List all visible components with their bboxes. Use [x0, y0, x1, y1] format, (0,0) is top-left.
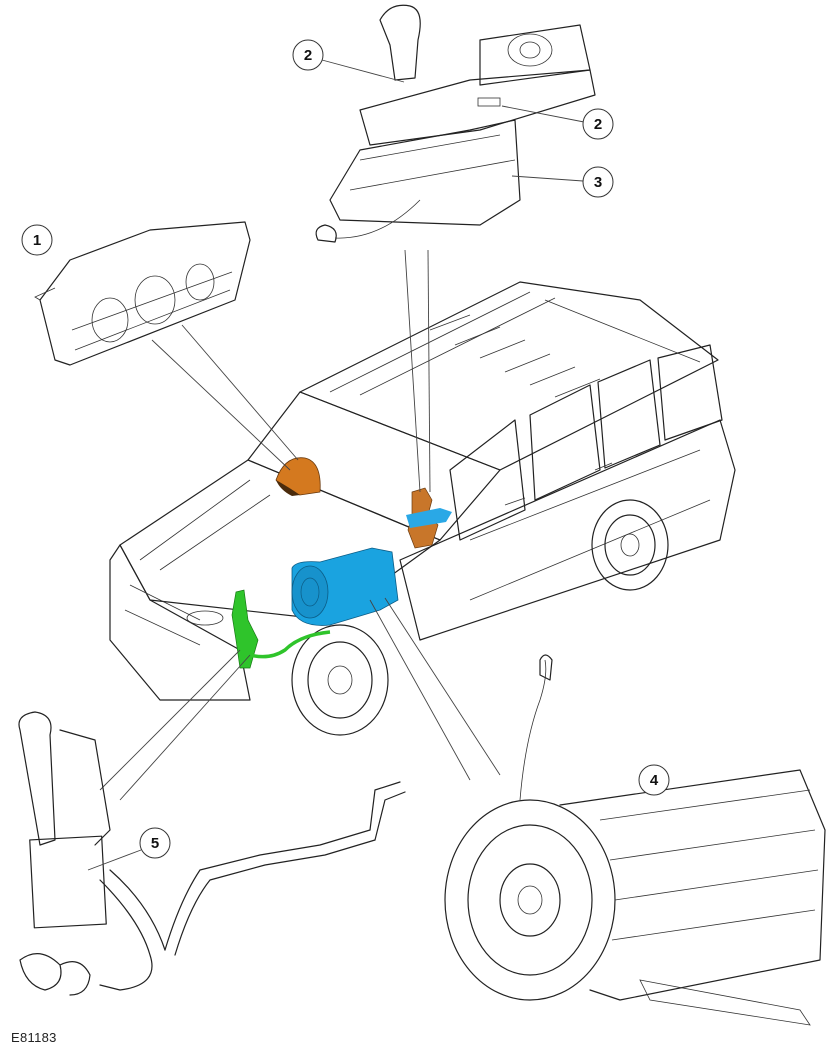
callout-4-label: 4 [650, 772, 659, 789]
callout-2a-label: 2 [304, 47, 312, 64]
callout-2-selector: 2 [292, 39, 405, 83]
transmission-part [444, 654, 826, 1026]
vehicle-outline [109, 281, 736, 736]
leader-lines [99, 249, 501, 801]
callout-1-label: 1 [33, 232, 41, 249]
callout-5-label: 5 [151, 835, 159, 852]
highlighted-components [231, 457, 452, 669]
instrument-cluster-shadow [276, 480, 300, 496]
instrument-cluster-part [34, 221, 251, 366]
callout-2-panel: 2 [501, 105, 614, 140]
cooler-pipe-highlight [249, 630, 331, 659]
figure-reference: E81183 [11, 1030, 57, 1045]
fluid-cooler-part [18, 711, 406, 996]
callout-4: 4 [638, 764, 670, 796]
transmission-bellhousing [291, 565, 329, 619]
selector-blue-part [406, 508, 452, 528]
callout-5: 5 [87, 827, 171, 871]
callout-1: 1 [21, 224, 53, 256]
cooler-highlight [231, 589, 259, 669]
callout-3: 3 [511, 166, 614, 198]
gear-selector-part [315, 4, 596, 243]
callout-2b-label: 2 [594, 116, 602, 133]
callout-3-label: 3 [594, 174, 602, 191]
